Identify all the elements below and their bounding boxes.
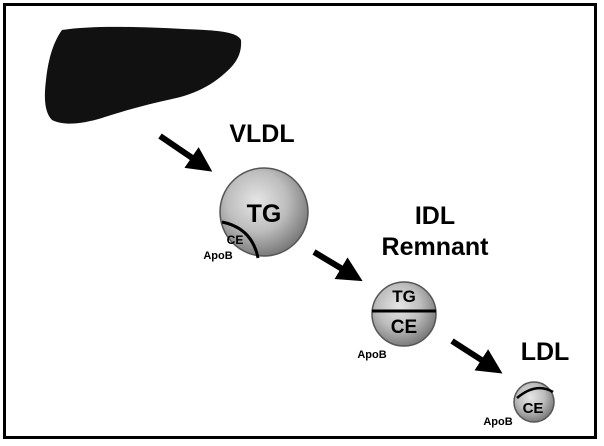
vldl-ce-label: CE bbox=[227, 233, 244, 247]
idl-title: IDL bbox=[415, 202, 455, 230]
ldl-apob-label: ApoB bbox=[483, 416, 512, 428]
idl-tg-label: TG bbox=[392, 287, 416, 306]
arrow-liver-to-vldl bbox=[158, 133, 213, 172]
arrow-vldl-to-idl bbox=[312, 249, 363, 282]
ldl-ce-label: CE bbox=[523, 400, 544, 417]
liver-icon bbox=[44, 26, 242, 124]
ldl-title: LDL bbox=[521, 338, 570, 366]
idl-ce-label: CE bbox=[391, 317, 417, 338]
idl-apob-label: ApoB bbox=[357, 349, 386, 361]
vldl-title: VLDL bbox=[229, 120, 294, 148]
vldl-particle bbox=[219, 167, 309, 259]
idl-subtitle: Remnant bbox=[382, 233, 490, 261]
vldl-apob-label: ApoB bbox=[203, 250, 232, 262]
idl-particle bbox=[371, 281, 437, 347]
vldl-core-label: TG bbox=[247, 200, 282, 228]
ldl-particle bbox=[513, 381, 555, 423]
arrow-idl-to-ldl bbox=[450, 338, 503, 374]
